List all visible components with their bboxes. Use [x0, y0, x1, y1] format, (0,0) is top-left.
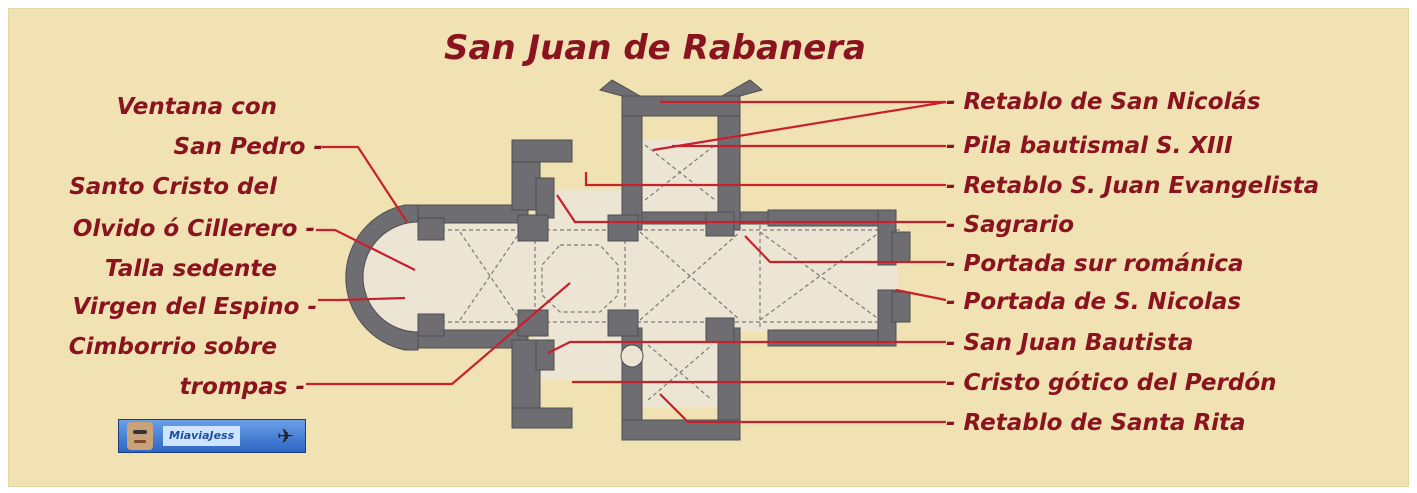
walls	[345, 79, 911, 441]
label-cimborrio-sobre: Cimborrio sobre	[68, 334, 277, 360]
label-ventana-con: Ventana con	[116, 94, 277, 120]
label-talla-sedente: Talla sedente	[104, 256, 277, 282]
label-san-juan-bautista: - San Juan Bautista	[946, 330, 1194, 356]
leader-lines	[306, 100, 947, 424]
eagle-icon: ✈	[277, 424, 294, 448]
label-virgen-del-espino: Virgen del Espino -	[72, 294, 318, 320]
diagram-title: San Juan de Rabanera	[444, 28, 866, 68]
author-logo: MiaviaJess ✈	[118, 419, 306, 453]
label-pila-bautismal: - Pila bautismal S. XIII	[946, 133, 1233, 159]
label-portada-san-nicolas: - Portada de S. Nicolas	[946, 289, 1242, 315]
label-sagrario: - Sagrario	[946, 212, 1074, 238]
label-retablo-juan-evangelista: - Retablo S. Juan Evangelista	[946, 173, 1320, 199]
label-san-pedro: San Pedro -	[173, 134, 323, 160]
label-santo-cristo-del: Santo Cristo del	[69, 174, 277, 200]
label-retablo-santa-rita: - Retablo de Santa Rita	[946, 410, 1246, 436]
label-portada-sur-romanica: - Portada sur románica	[946, 251, 1244, 277]
label-retablo-san-nicolas: - Retablo de San Nicolás	[946, 89, 1261, 115]
label-cristo-gotico-perdon: - Cristo gótico del Perdón	[946, 370, 1277, 396]
vault-lines	[420, 144, 900, 401]
label-olvido-cillerero: Olvido ó Cillerero -	[72, 216, 315, 242]
logo-text: MiaviaJess	[163, 426, 241, 446]
label-trompas: trompas -	[179, 374, 305, 400]
avatar	[127, 422, 153, 450]
